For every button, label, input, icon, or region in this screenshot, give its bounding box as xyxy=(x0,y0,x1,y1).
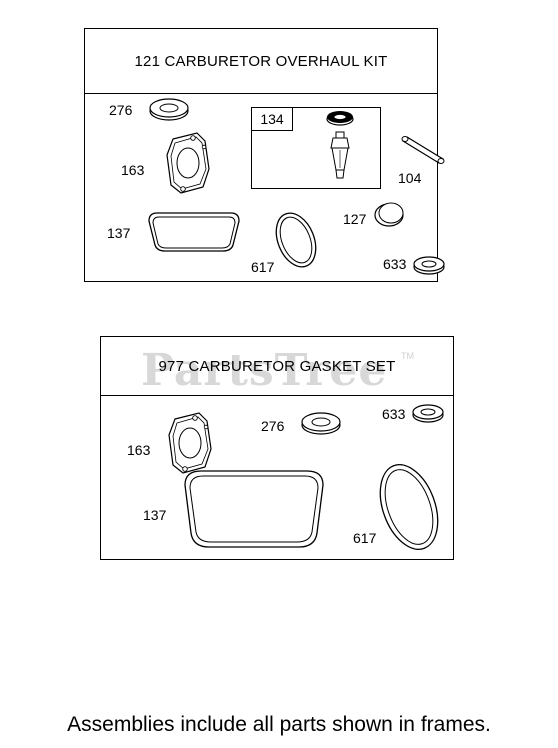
washer-icon xyxy=(301,412,341,435)
part-label-127[interactable]: 127 xyxy=(343,211,367,227)
float-pin-icon xyxy=(401,136,445,164)
washer-icon xyxy=(149,98,189,121)
gasket-set-frame: 977 CARBURETOR GASKET SET PartsTree TM 2… xyxy=(100,336,454,560)
overhaul-kit-title: 121 CARBURETOR OVERHAUL KIT xyxy=(85,29,437,94)
part-label-104[interactable]: 104 xyxy=(398,170,422,186)
part-label-633[interactable]: 633 xyxy=(383,256,407,272)
footer-note: Assemblies include all parts shown in fr… xyxy=(67,713,491,736)
welch-plug-icon xyxy=(374,202,404,227)
bowl-o-ring-icon xyxy=(275,212,317,268)
carburetor-gasket-icon xyxy=(166,132,210,194)
part-label-137[interactable]: 137 xyxy=(143,507,167,523)
watermark-trademark: TM xyxy=(401,351,414,361)
part-label-276[interactable]: 276 xyxy=(261,418,285,434)
large-o-ring-icon xyxy=(148,212,240,252)
part-label-617[interactable]: 617 xyxy=(251,259,275,275)
carburetor-gasket-icon xyxy=(168,412,212,474)
bowl-o-ring-icon xyxy=(379,464,439,550)
part-label-163[interactable]: 163 xyxy=(127,442,151,458)
inlet-needle-frame: 134 xyxy=(251,107,381,189)
part-label-137[interactable]: 137 xyxy=(107,225,131,241)
large-o-ring-icon xyxy=(184,470,324,548)
part-label-163[interactable]: 163 xyxy=(121,162,145,178)
washer-small-icon xyxy=(412,404,444,423)
gasket-set-title: 977 CARBURETOR GASKET SET xyxy=(101,337,453,396)
part-label-134[interactable]: 134 xyxy=(252,108,293,131)
part-label-617[interactable]: 617 xyxy=(353,530,377,546)
part-label-276[interactable]: 276 xyxy=(109,102,133,118)
overhaul-kit-frame: 121 CARBURETOR OVERHAUL KIT 276 163 137 … xyxy=(84,28,445,282)
part-label-633[interactable]: 633 xyxy=(382,406,406,422)
inlet-needle-icon xyxy=(326,111,354,179)
washer-small-icon xyxy=(413,256,445,275)
